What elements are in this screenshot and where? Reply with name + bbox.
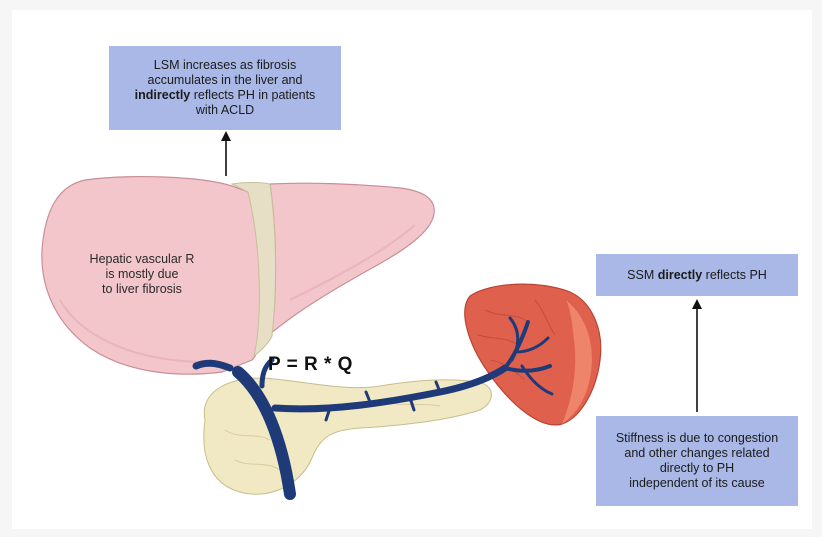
- ssm-bold-directly: directly: [658, 268, 702, 282]
- arrow-up-ssm: [692, 299, 702, 412]
- liver-label: Hepatic vascular R is mostly due to live…: [72, 252, 212, 297]
- liver-label-line2: is mostly due: [72, 267, 212, 282]
- ssm-post: reflects PH: [702, 268, 767, 282]
- liver-left-lobe: [270, 183, 434, 332]
- liver-label-line1: Hepatic vascular R: [72, 252, 212, 267]
- stiffness-info-box: Stiffness is due to congestion and other…: [596, 416, 798, 506]
- pressure-formula: P = R * Q: [268, 354, 353, 376]
- stiffness-line2: and other changes related: [596, 446, 798, 461]
- lsm-line2: accumulates in the liver and: [109, 73, 341, 88]
- lsm-line3-rest: reflects PH in patients: [190, 88, 315, 102]
- arrow-up-lsm: [221, 131, 231, 176]
- lsm-bold-indirectly: indirectly: [135, 88, 191, 102]
- lsm-line1: LSM increases as fibrosis: [109, 58, 341, 73]
- liver-label-line3: to liver fibrosis: [72, 282, 212, 297]
- ssm-info-box: SSM directly reflects PH: [596, 254, 798, 296]
- lsm-info-box: LSM increases as fibrosis accumulates in…: [109, 46, 341, 130]
- ssm-pre: SSM: [627, 268, 658, 282]
- stiffness-line1: Stiffness is due to congestion: [596, 431, 798, 446]
- lsm-line4: with ACLD: [109, 103, 341, 118]
- ssm-line: SSM directly reflects PH: [596, 268, 798, 283]
- stiffness-line4: independent of its cause: [596, 476, 798, 491]
- stiffness-line3: directly to PH: [596, 461, 798, 476]
- lsm-line3: indirectly reflects PH in patients: [109, 88, 341, 103]
